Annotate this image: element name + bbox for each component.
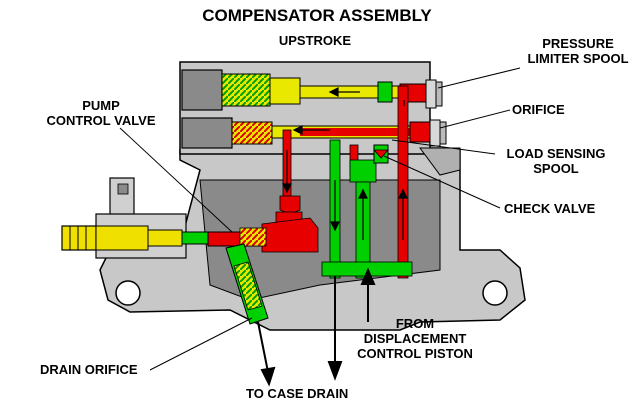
- label-line: LOAD SENSING: [506, 146, 606, 161]
- label-orifice: ORIFICE: [512, 102, 565, 117]
- label-line: PUMP: [82, 98, 120, 113]
- label-line: FROM: [395, 316, 435, 331]
- label-pump-control-valve: PUMP CONTROL VALVE: [36, 98, 166, 128]
- flow-arrows: [282, 87, 408, 240]
- label-line: PRESSURE: [542, 36, 614, 51]
- label-check-valve: CHECK VALVE: [504, 201, 596, 216]
- diagram-subtitle: UPSTROKE: [278, 33, 352, 48]
- label-pressure-limiter-spool: PRESSURE LIMITER SPOOL: [516, 36, 640, 66]
- right-fittings: [425, 79, 447, 147]
- pump-control-valve: [61, 177, 267, 259]
- leader-lines: [119, 67, 521, 371]
- label-line: SPOOL: [533, 161, 579, 176]
- drain-orifice-passage: [225, 243, 269, 325]
- label-to-case-drain: TO CASE DRAIN: [246, 386, 349, 401]
- label-line: DISPLACEMENT: [363, 331, 467, 346]
- load-sensing-spool: [181, 117, 433, 149]
- label-load-sensing-spool: LOAD SENSING SPOOL: [498, 146, 614, 176]
- label-line: LIMITER SPOOL: [527, 51, 629, 66]
- label-line: CONTROL VALVE: [46, 113, 156, 128]
- label-line: CONTROL PISTON: [357, 346, 473, 361]
- label-drain-orifice: DRAIN ORIFICE: [40, 362, 138, 377]
- check-valve: [373, 144, 389, 164]
- drain-arrows: [257, 267, 376, 387]
- diagram-title: COMPENSATOR ASSEMBLY: [202, 6, 432, 25]
- label-from-displacement-control-piston: FROM DISPLACEMENT CONTROL PISTON: [350, 316, 480, 361]
